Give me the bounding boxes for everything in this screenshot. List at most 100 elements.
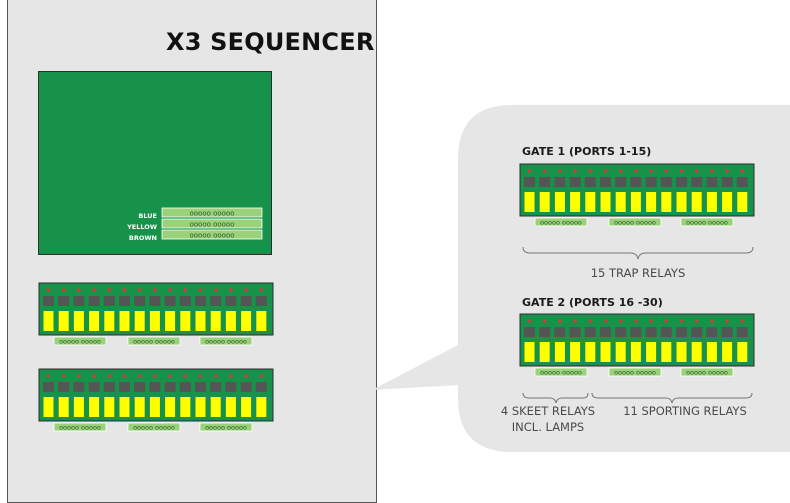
status-led (259, 374, 263, 378)
relay (661, 192, 672, 212)
relay (89, 311, 100, 331)
status-led (168, 288, 172, 292)
status-led (198, 374, 203, 378)
relay (600, 342, 611, 362)
relay-switch (539, 327, 551, 337)
relay (180, 311, 191, 331)
relay-switch (676, 327, 687, 337)
gate-1-title: GATE 1 (PORTS 1-15) (522, 145, 652, 158)
relay-switch (691, 327, 703, 337)
status-led (138, 288, 142, 292)
relay (554, 342, 565, 362)
wire-label-brown: BROWN (128, 234, 157, 242)
status-led (527, 169, 532, 173)
relay (706, 342, 717, 362)
relay (722, 342, 733, 362)
relay-switch (195, 296, 206, 306)
relay-terminal-text: ooooo ooooo (614, 219, 656, 227)
relay-switch (524, 177, 535, 187)
status-led (725, 169, 729, 173)
relay-switch (584, 177, 596, 187)
relay (706, 192, 717, 212)
status-led (229, 374, 233, 378)
relay-switch (660, 177, 672, 187)
relay (524, 342, 535, 362)
status-led (588, 169, 592, 173)
status-led (710, 169, 714, 173)
status-led (183, 374, 187, 378)
status-led (527, 319, 532, 323)
relay-switch (210, 296, 222, 306)
relay (165, 311, 176, 331)
relay (570, 342, 581, 362)
relay-switch (119, 296, 130, 306)
relay-switch (58, 382, 70, 392)
relay-terminal-strip (608, 217, 662, 227)
relay-switch (195, 382, 206, 392)
relay (73, 397, 84, 417)
relay-switch (73, 296, 85, 306)
relay (43, 311, 54, 331)
status-led (62, 288, 66, 292)
status-led (725, 319, 729, 323)
status-led (603, 319, 608, 323)
status-led (214, 374, 218, 378)
relay (58, 311, 69, 331)
status-led (122, 374, 127, 378)
relay (661, 342, 672, 362)
relay-switch (134, 296, 146, 306)
terminal-text: ooooo ooooo (189, 232, 234, 240)
relay (256, 397, 267, 417)
relay-switch (645, 327, 657, 337)
status-led (634, 319, 638, 323)
status-led (46, 374, 51, 378)
relay-switch (88, 296, 100, 306)
relay (646, 342, 657, 362)
status-led (679, 169, 684, 173)
relay-switch (179, 382, 191, 392)
status-led (664, 169, 668, 173)
relay-terminal-text: ooooo ooooo (686, 369, 728, 377)
terminal-strip (161, 229, 263, 240)
relay-switch (240, 296, 252, 306)
relay-terminal-strip (534, 367, 588, 377)
relay (104, 311, 115, 331)
relay-terminal-text: ooooo ooooo (59, 338, 101, 346)
status-led (573, 319, 577, 323)
sporting-relays-label: 11 SPORTING RELAYS (623, 404, 747, 418)
relay-switch (179, 296, 191, 306)
relay (119, 311, 130, 331)
status-led (183, 288, 187, 292)
relay-terminal-strip (680, 217, 734, 227)
sporting-brace (591, 392, 753, 404)
status-led (649, 169, 653, 173)
wire-label-yellow: YELLOW (127, 223, 157, 231)
status-led (92, 288, 96, 292)
relay-terminal-text: ooooo ooooo (59, 424, 101, 432)
status-led (558, 169, 562, 173)
status-led (153, 374, 157, 378)
status-led (740, 169, 744, 173)
relay-switch (691, 177, 703, 187)
relay (134, 397, 145, 417)
relay-switch (58, 296, 70, 306)
relay-switch (630, 327, 642, 337)
status-led (619, 169, 623, 173)
relay (89, 397, 100, 417)
relay (165, 397, 176, 417)
terminal-text: ooooo ooooo (189, 210, 234, 218)
relay-switch (600, 177, 611, 187)
relay (134, 311, 145, 331)
status-led (46, 288, 51, 292)
relay (524, 192, 535, 212)
status-led (214, 288, 218, 292)
relay-switch (255, 296, 267, 306)
trap-relays-brace (522, 246, 754, 260)
relay (225, 397, 236, 417)
relay-terminal-strip (608, 367, 662, 377)
relay-switch (210, 382, 222, 392)
